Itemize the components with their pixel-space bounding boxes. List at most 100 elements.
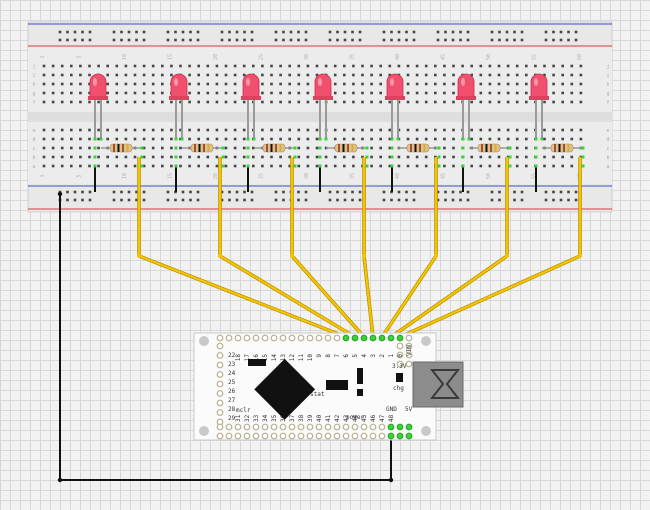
breadboard-hole [242,146,246,150]
board-pin [234,423,242,431]
breadboard-hole [506,73,510,77]
breadboard-hole [570,155,574,159]
breadboard-hole [415,73,419,77]
rail-hole [282,190,285,194]
breadboard-hole [151,164,155,168]
connection-dot [581,155,585,159]
pin-label: 29 [228,415,236,422]
rail-hole [120,30,123,34]
breadboard-hole [315,164,319,168]
pin-label: 48 [388,414,395,422]
breadboard-hole [97,64,100,68]
rail-hole [81,198,84,202]
board-pin [333,432,341,440]
breadboard-hole [270,64,273,68]
breadboard-hole [161,91,164,95]
mount-hole-tr [421,336,431,346]
breadboard-hole [151,137,155,141]
breadboard-hole [343,155,346,159]
pin-label: 39 [307,414,314,422]
breadboard-hole [179,100,182,104]
breadboard-hole [142,164,146,168]
resistor [93,137,144,168]
rail-hole [544,190,548,194]
breadboard-hole [306,91,310,95]
breadboard-hole [388,137,392,141]
row-letter: d [606,137,609,143]
breadboard-hole [297,137,301,141]
pin-label: 31 [235,414,242,422]
breadboard-hole [497,128,501,132]
resistor [246,137,297,168]
breadboard-hole [233,91,237,95]
breadboard-hole [333,137,337,141]
breadboard-hole [151,64,155,68]
breadboard-hole [415,100,419,104]
rail-hole [328,38,332,42]
board-pin [288,334,296,342]
breadboard-hole [115,128,119,132]
breadboard-hole [497,91,501,95]
rail-hole [196,198,200,202]
breadboard-hole [270,137,273,141]
board-pin [405,423,413,431]
board-pin [234,334,242,342]
rail-hole [552,198,555,202]
breadboard-hole [88,64,91,68]
pin-label: 22 [228,352,236,359]
breadboard-hole [288,155,291,159]
rail-hole [112,38,116,42]
pin-label: 15 [262,354,269,362]
breadboard-hole [261,128,264,132]
rail-hole [520,30,524,34]
rail-hole [282,30,285,34]
breadboard-hole [506,128,510,132]
pin-label: 38 [298,414,305,422]
rail-hole [574,190,578,194]
breadboard-hole [215,91,219,95]
breadboard-hole [261,82,264,86]
breadboard-hole [288,82,291,86]
board-pcb [193,332,437,441]
breadboard-hole [488,73,492,77]
breadboard-hole [270,164,273,168]
rail-hole [336,30,339,34]
rail-hole [498,198,501,202]
breadboard-hole [324,155,328,159]
rail-hole [520,38,524,42]
rail-hole [228,30,231,34]
breadboard-hole [561,91,564,95]
breadboard-hole [133,82,137,86]
usb-shell [412,361,464,408]
rail-hole [181,198,185,202]
breadboard-hole [315,146,319,150]
connection-dot [365,164,369,168]
breadboard-hole [361,64,364,68]
breadboard-hole [51,91,55,95]
breadboard-hole [188,164,191,168]
smd-component-3 [357,368,363,384]
breadboard-hole [424,100,428,104]
wire-bend [505,254,509,258]
row-letter: i [32,73,35,79]
breadboard-hole [406,73,410,77]
board-pin [261,423,269,431]
breadboard-hole [270,128,273,132]
breadboard-hole [370,91,373,95]
rail-hole [58,38,62,42]
rail-hole [196,190,200,194]
rail-hole [397,38,401,42]
breadboard-hole [361,128,364,132]
board-pin [324,334,332,342]
rail-hole [513,38,516,42]
breadboard-hole [470,73,473,77]
rail-hole [343,38,347,42]
rail-hole [127,198,131,202]
breadboard-hole [70,82,73,86]
breadboard-hole [479,73,483,77]
resistor-band [419,144,421,152]
rail-hole [243,30,246,34]
breadboard-hole [397,164,401,168]
breadboard-hole [297,91,301,95]
rail-hole [174,38,177,42]
